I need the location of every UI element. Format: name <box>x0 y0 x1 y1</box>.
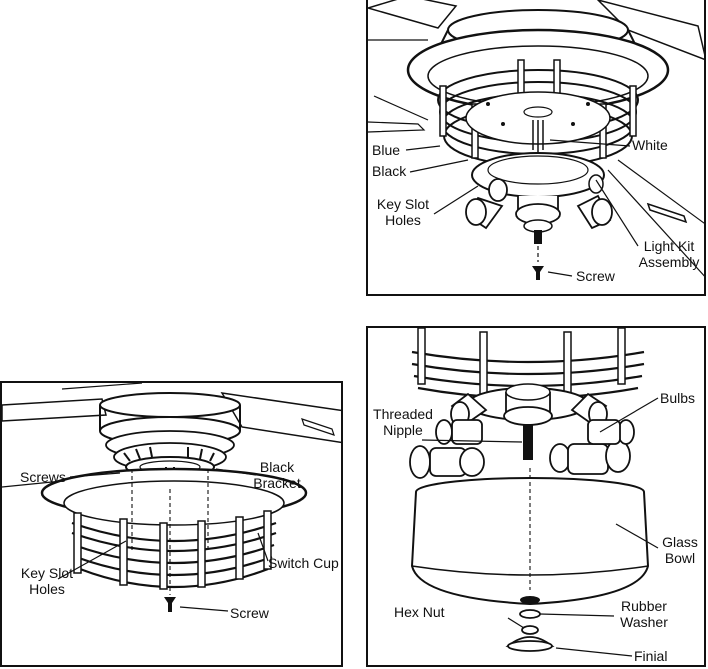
screws-label: Screws <box>20 469 66 485</box>
switch-cup-label: Switch Cup <box>268 555 339 571</box>
switch-cup-illustration <box>2 383 343 667</box>
white-wire-label: White <box>632 137 668 153</box>
screw-label: Screw <box>576 268 615 284</box>
black-wire-label: Black <box>372 163 406 179</box>
hex-nut-label: Hex Nut <box>394 604 445 620</box>
blue-wire-label: Blue <box>372 142 400 158</box>
finial-label: Finial <box>634 648 667 664</box>
screw-label-b: Screw <box>230 605 269 621</box>
bulbs-label: Bulbs <box>660 390 695 406</box>
